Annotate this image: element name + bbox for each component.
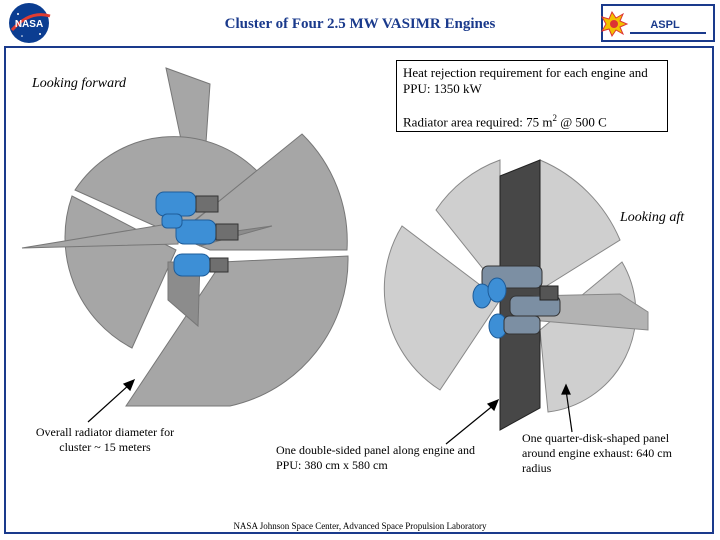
quarter-disk-arrow bbox=[565, 389, 573, 433]
panel-arrow bbox=[445, 403, 496, 445]
engine-icon bbox=[155, 191, 197, 217]
aft-view-engines bbox=[472, 265, 561, 339]
forward-view-engines bbox=[155, 191, 239, 277]
quarter-disk-panel bbox=[435, 159, 501, 292]
engine-icon bbox=[487, 277, 507, 303]
aspl-logo-text: ASPL bbox=[650, 19, 680, 31]
slide-title: Cluster of Four 2.5 MW VASIMR Engines bbox=[224, 16, 496, 32]
radiator-area-suffix: @ 500 C bbox=[556, 114, 607, 130]
diameter-arrow bbox=[87, 383, 131, 423]
heat-rejection-text: Heat rejection requirement for each engi… bbox=[403, 65, 648, 96]
radiator-area-exponent: 2 bbox=[552, 113, 557, 123]
callout-arrows bbox=[87, 378, 573, 445]
quarter-disk-panel bbox=[383, 225, 501, 391]
diameter-callout: Overall radiator diameter for cluster ~ … bbox=[35, 425, 175, 454]
radiator-area-prefix: Radiator area required: 75 m bbox=[403, 114, 553, 130]
aspl-logo: ASPL bbox=[600, 4, 715, 42]
panel-callout: One double-sided panel along engine and … bbox=[276, 443, 475, 472]
quarter-disk-panel bbox=[539, 261, 637, 413]
aft-view-radiator bbox=[383, 159, 649, 431]
requirements-box: Heat rejection requirement for each engi… bbox=[396, 60, 668, 132]
engine-icon bbox=[161, 213, 183, 229]
radiator-area-text: Radiator area required: 75 m2 @ 500 C bbox=[403, 110, 661, 130]
slide-frame bbox=[4, 46, 714, 534]
quarter-disk-panel bbox=[539, 159, 621, 291]
radiator-panel bbox=[64, 195, 177, 349]
radiator-panel bbox=[125, 255, 349, 407]
forward-view-radiator bbox=[21, 67, 349, 407]
looking-aft-label: Looking aft bbox=[620, 210, 685, 225]
looking-forward-label: Looking forward bbox=[32, 76, 126, 91]
radiator-panel bbox=[175, 133, 348, 251]
nasa-logo: NASA bbox=[9, 3, 51, 43]
quarter-disk-callout: One quarter-disk-shaped panel around eng… bbox=[522, 431, 672, 475]
double-sided-panel bbox=[499, 159, 541, 431]
nasa-logo-text: NASA bbox=[15, 19, 43, 30]
radiator-panel bbox=[74, 136, 259, 236]
engine-icon bbox=[173, 253, 211, 277]
footer-credit: NASA Johnson Space Center, Advanced Spac… bbox=[233, 521, 487, 531]
